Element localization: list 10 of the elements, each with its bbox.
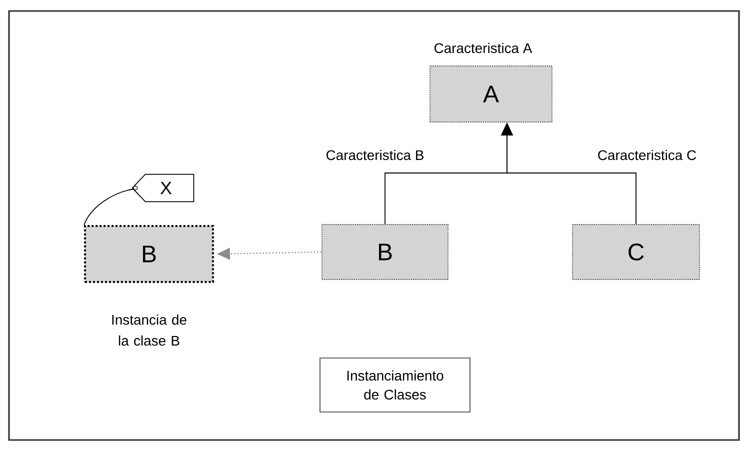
class-box: B (322, 224, 448, 280)
heading: Caracteristica A (434, 42, 532, 54)
caption-text: Instancia de la clase B (112, 314, 186, 346)
note-box: Instanciamiento de Clases (320, 358, 470, 412)
heading: Caracteristica B (326, 150, 424, 160)
class-box: A (430, 66, 552, 122)
tag-label: X (132, 174, 194, 202)
instance-box: B (84, 225, 214, 283)
class-box: C (572, 224, 700, 280)
heading: Caracteristica C (598, 150, 696, 160)
